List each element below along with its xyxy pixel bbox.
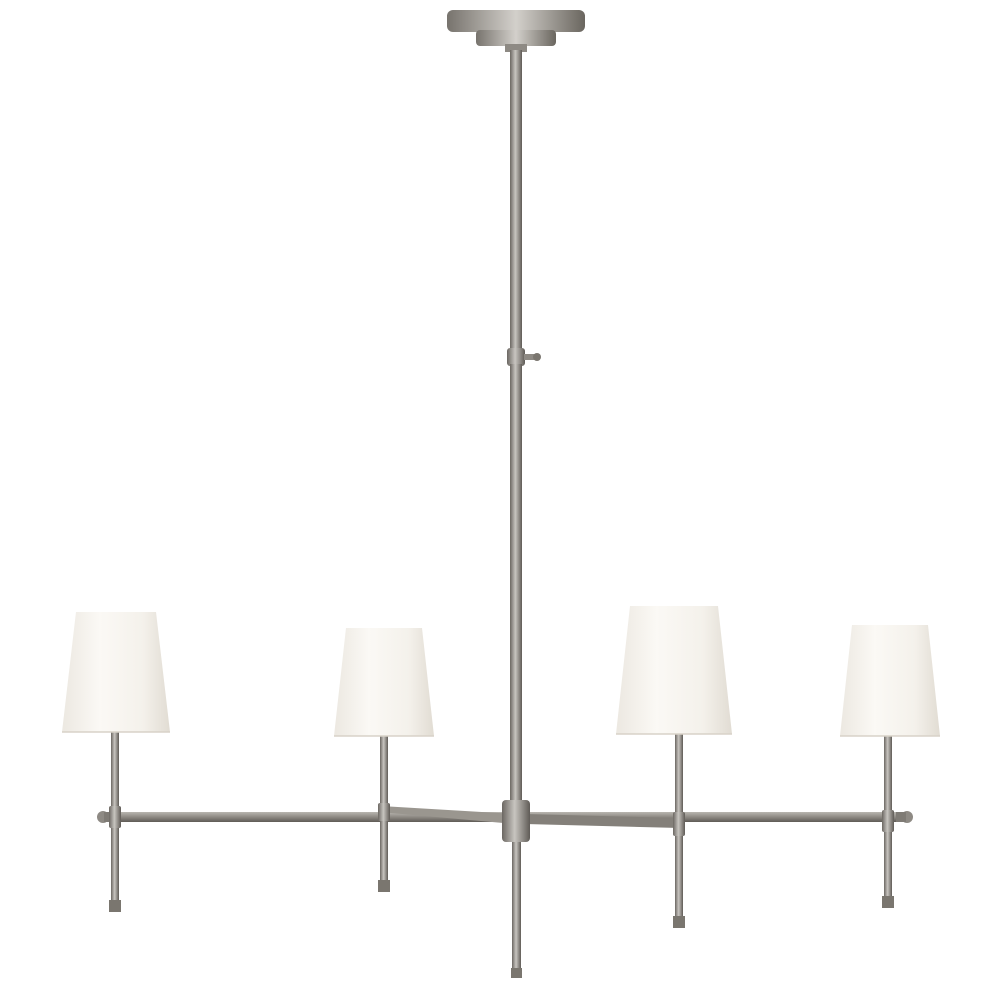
- ceiling-canopy: [447, 10, 585, 52]
- lamp-shade-1: [62, 612, 170, 732]
- lamp-4: [840, 625, 940, 908]
- lamp-shade-4: [840, 625, 940, 736]
- lamp-shade-2: [334, 628, 434, 736]
- lamp-shade-3: [616, 606, 732, 734]
- center-hub: [502, 800, 530, 978]
- lamp-1: [62, 612, 170, 912]
- lamp-2: [334, 628, 434, 892]
- lamp-3: [616, 606, 732, 928]
- down-rod: [507, 50, 541, 804]
